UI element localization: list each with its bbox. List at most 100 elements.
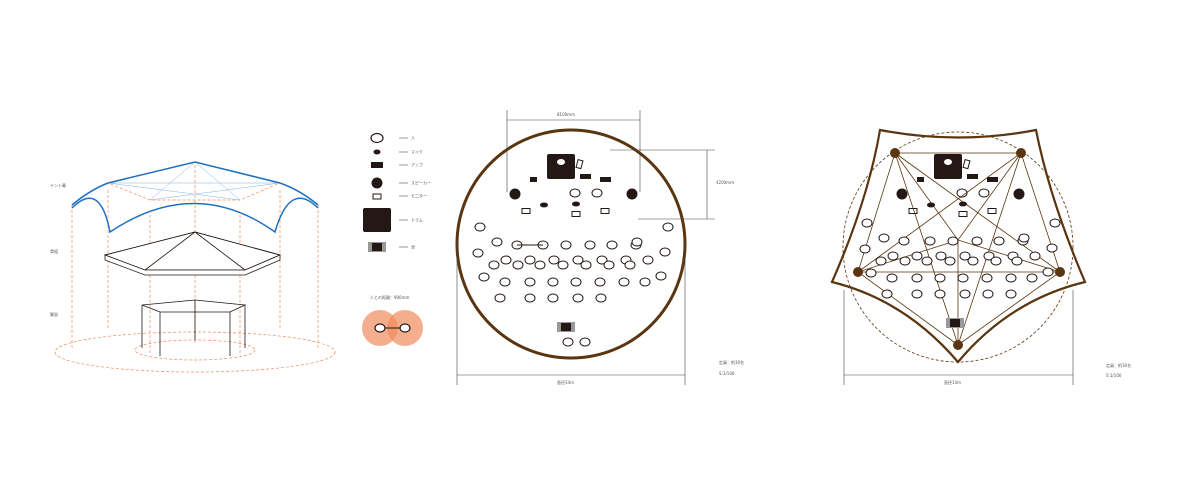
legend-label: アンプ: [411, 162, 423, 168]
seat-person-icon: [562, 337, 574, 347]
seat-person-icon: [472, 248, 484, 258]
seat-person-icon: [659, 247, 671, 257]
seat-person-icon: [859, 244, 871, 254]
amplifier-icon: [600, 177, 611, 182]
seat-person-icon: [1011, 256, 1023, 266]
seat-person-icon: [547, 293, 559, 303]
seat-person-icon: [580, 260, 592, 270]
seat-person-icon: [639, 277, 651, 287]
amplifier-icon: [987, 177, 998, 182]
seat-person-icon: [494, 293, 506, 303]
legend-label: モニター: [411, 193, 427, 199]
seat-person-icon: [861, 218, 873, 228]
seat-person-icon: [1049, 218, 1061, 228]
seat-person-icon: [971, 236, 983, 246]
seat-person-icon: [474, 222, 486, 232]
seat-person-icon: [981, 273, 993, 283]
monitor-icon: [521, 208, 531, 214]
seat-person-icon: [924, 236, 936, 246]
seat-person-icon: [524, 277, 536, 287]
seat-person-icon: [899, 256, 911, 266]
label-membrane: テント幕: [50, 182, 66, 188]
speaker-icon: [371, 177, 383, 189]
seat-person-icon: [548, 255, 560, 265]
label-base: 脚部: [50, 311, 58, 317]
seat-person-icon: [911, 273, 923, 283]
speaker-icon: [626, 188, 638, 200]
width-dimension: 8100mm: [557, 112, 575, 117]
seat-person-icon: [1042, 267, 1054, 277]
label-frame: 骨組: [50, 248, 58, 254]
seat-person-icon: [624, 260, 636, 270]
seat-person-icon: [488, 260, 500, 270]
seat-person-icon: [534, 260, 546, 270]
mixer-desk-icon: [561, 323, 571, 331]
seat-person-icon: [478, 272, 490, 282]
microphone-icon: [530, 177, 537, 182]
drum-icon: [363, 208, 391, 232]
seat-person-icon: [887, 251, 899, 261]
seat-person-icon: [881, 289, 893, 299]
seat-person-icon: [1005, 289, 1017, 299]
seat-person-icon: [572, 293, 584, 303]
seat-person-icon: [959, 289, 971, 299]
distance-note: 人との距離：900mm: [370, 294, 409, 300]
seat-person-icon: [944, 256, 956, 266]
mixer-desk-icon: [950, 319, 960, 327]
seat-person-icon: [500, 255, 512, 265]
monitor-icon: [958, 211, 968, 217]
seat-person-icon: [547, 277, 559, 287]
monitor-icon: [962, 159, 971, 170]
amplifier-icon: [580, 174, 591, 179]
monitor-icon: [575, 159, 584, 170]
seat-person-icon: [662, 222, 674, 232]
speaker-icon: [1013, 188, 1025, 200]
microphone-icon: [373, 149, 381, 155]
amplifier-icon: [371, 162, 383, 168]
seat-person-icon: [983, 251, 995, 261]
monitor-icon: [908, 208, 918, 214]
seat-person-icon: [524, 293, 536, 303]
speaker-icon: [509, 188, 521, 200]
pentagon-floor-plan: 直径14m 定員：約30名 S:1/100: [830, 128, 1131, 385]
microphone-icon: [917, 177, 924, 182]
depth-dimension: 4200mm: [716, 180, 734, 185]
seat-person-icon: [595, 293, 607, 303]
tent-exploded-view: テント幕 骨組 脚部: [50, 161, 336, 373]
seat-person-icon: [618, 277, 630, 287]
seat-person-icon: [957, 273, 969, 283]
capacity-label: 定員：約30名: [719, 359, 744, 365]
seat-person-icon: [967, 256, 979, 266]
seat-person-icon: [959, 251, 971, 261]
seat-person-icon: [655, 271, 667, 281]
microphone-icon: [540, 202, 548, 208]
monitor-icon: [571, 211, 581, 217]
seat-person-icon: [579, 337, 591, 347]
microphone-icon: [927, 202, 935, 208]
diameter-label: 直径14m: [944, 379, 961, 385]
microphone-icon: [572, 201, 580, 207]
person-icon: [944, 159, 952, 165]
person-icon: [569, 188, 581, 198]
legend-label: 卓: [411, 244, 415, 250]
seat-person-icon: [1005, 273, 1017, 283]
legend-label: マイク: [411, 149, 423, 155]
seat-person-icon: [1046, 243, 1058, 253]
scale-label: S:1/100: [1106, 373, 1122, 378]
diameter-label: 直径14m: [557, 379, 574, 385]
seat-person-icon: [982, 289, 994, 299]
seat-person-icon: [512, 260, 524, 270]
distance-diagram: 人との距離：900mm: [362, 294, 423, 346]
monitor-icon: [987, 208, 997, 214]
seat-person-icon: [886, 273, 898, 283]
capacity-label: 定員：約30名: [1106, 362, 1131, 368]
seat-person-icon: [594, 277, 606, 287]
scale-label: S:1/100: [719, 371, 735, 376]
seat-person-icon: [606, 240, 618, 250]
legend-label: 人: [411, 136, 415, 141]
amplifier-icon: [967, 174, 978, 179]
person-icon: [978, 188, 990, 198]
speaker-icon: [896, 188, 908, 200]
seat-person-icon: [911, 289, 923, 299]
seat-person-icon: [524, 255, 536, 265]
